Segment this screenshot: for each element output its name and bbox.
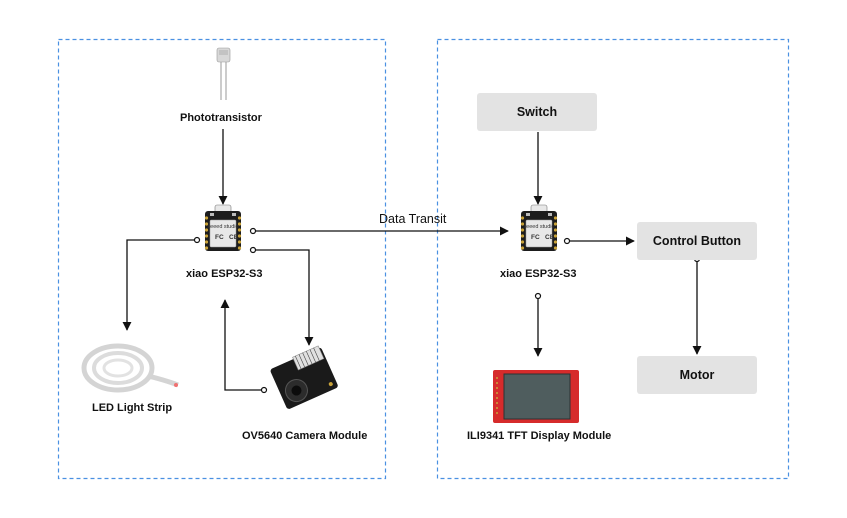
arrow-data-transit [249,226,509,236]
arrow-mcu-to-display [533,292,543,357]
svg-text:seeed studio: seeed studio [523,224,554,230]
svg-text:seeed studio: seeed studio [207,224,238,230]
switch-label: Switch [516,105,558,119]
control-button-box: Control Button [637,222,757,260]
phototransistor-icon [216,47,231,100]
motor-label: Motor [679,368,715,382]
right-mcu-label: xiao ESP32-S3 [500,268,577,280]
arrow-mcu-to-camera [249,246,314,346]
arrow-control-button-to-motor [692,255,702,355]
led-strip-reel-icon [81,343,179,393]
svg-text:FC: FC [531,234,540,241]
control-button-label: Control Button [652,234,742,248]
arrow-camera-to-mcu [220,299,268,394]
motor-box: Motor [637,356,757,394]
svg-text:CE: CE [545,234,555,241]
arrow-mcu-to-led-strip [122,236,201,331]
phototransistor-label: Phototransistor [180,112,262,124]
display-label: ILI9341 TFT Display Module [467,430,612,442]
svg-text:CE: CE [229,234,239,241]
arrow-mcu-to-control-button [563,236,635,246]
right-group-border [436,38,790,480]
camera-module-icon [270,345,338,409]
left-group-border [57,38,387,480]
right-mcu-board-icon: seeed studio FC CE [520,204,558,252]
tft-display-icon [493,370,579,423]
svg-text:FC: FC [215,234,224,241]
left-mcu-label: xiao ESP32-S3 [186,268,263,280]
led-strip-label: LED Light Strip [92,402,173,414]
data-transit-label: Data Transit [379,212,447,226]
switch-box: Switch [477,93,597,131]
left-mcu-board-icon: seeed studio FC CE [204,204,242,252]
camera-label: OV5640 Camera Module [242,430,368,442]
